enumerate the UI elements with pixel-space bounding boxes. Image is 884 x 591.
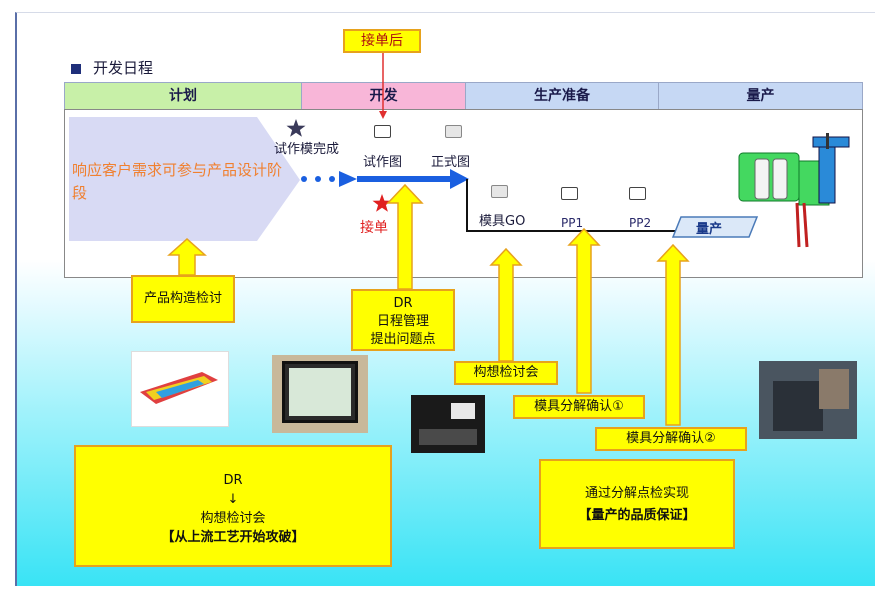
milestone-formal-drawing: 正式图 bbox=[431, 155, 471, 170]
mold-confirm1-box: 模具分解确认① bbox=[513, 395, 645, 419]
schedule-management-label: 日程管理 bbox=[376, 314, 429, 329]
phase-mass: 量产 bbox=[659, 82, 863, 109]
phase-mass-label: 量产 bbox=[746, 88, 775, 104]
photo-conference bbox=[411, 395, 485, 453]
arrow-mold-confirm1 bbox=[567, 227, 601, 394]
title-bullet-icon bbox=[71, 64, 81, 74]
arrow-concept-review bbox=[489, 247, 523, 362]
concept-review-box: 构想检讨会 bbox=[454, 361, 558, 385]
milestone-formal-drawing-marker bbox=[445, 125, 462, 138]
milestone-pp2: PP2 bbox=[629, 216, 652, 230]
milestone-order: 接单 bbox=[360, 220, 388, 236]
star-icon bbox=[286, 119, 306, 137]
milestone-pp1: PP1 bbox=[561, 216, 584, 230]
callout-after-order: 接单后 bbox=[343, 29, 421, 53]
quality-box: 通过分解点检实现 【量产的品质保证】 bbox=[539, 459, 735, 549]
bottom-break-label: 【从上流工艺开始攻破】 bbox=[161, 530, 305, 545]
bottom-arrow-icon: ↓ bbox=[227, 492, 239, 507]
yellow-arrows bbox=[167, 183, 690, 426]
intro-shape bbox=[69, 117, 300, 241]
milestone-pp1-marker bbox=[561, 187, 578, 200]
mass-production-box bbox=[671, 216, 759, 238]
phase-plan: 计划 bbox=[64, 82, 302, 109]
milestone-trial-complete: 试作模完成 bbox=[274, 142, 340, 157]
milestone-pp2-marker bbox=[629, 187, 646, 200]
dr-label: DR bbox=[393, 296, 413, 311]
slide: 开发日程 接单后 计划 开发 生产准备 量产 bbox=[15, 12, 875, 586]
bottom-concept-label: 构想检讨会 bbox=[200, 511, 266, 526]
dot-3 bbox=[329, 176, 335, 182]
arrow-product-review bbox=[167, 237, 207, 276]
page-title: 开发日程 bbox=[93, 59, 154, 77]
quality-line1: 通过分解点检实现 bbox=[584, 486, 689, 501]
arrow-dr bbox=[386, 183, 424, 290]
machine-illustration bbox=[738, 133, 850, 248]
quality-line2: 【量产的品质保证】 bbox=[578, 508, 696, 523]
milestone-mass-production: 量产 bbox=[696, 222, 723, 237]
arrow-mold-confirm2 bbox=[656, 243, 690, 426]
mold-confirm1-label: 模具分解确认① bbox=[534, 399, 624, 414]
phase-prep: 生产准备 bbox=[466, 82, 659, 109]
mold-confirm2-box: 模具分解确认② bbox=[595, 427, 747, 451]
milestone-trial-drawing-marker bbox=[374, 125, 391, 138]
mold-confirm2-label: 模具分解确认② bbox=[626, 431, 716, 446]
arrow-head-1 bbox=[339, 171, 357, 187]
intro-text: 响应客户需求可参与产品设计阶段 bbox=[72, 161, 283, 202]
diagram-graphics bbox=[69, 53, 850, 426]
red-star-icon bbox=[372, 194, 392, 212]
photo-factory bbox=[759, 361, 857, 439]
phase-prep-label: 生产准备 bbox=[534, 88, 590, 104]
milestone-trial-drawing: 试作图 bbox=[363, 155, 403, 170]
bottom-dr-box: DR ↓ 构想检讨会 【从上流工艺开始攻破】 bbox=[74, 445, 392, 567]
dot-2 bbox=[315, 176, 321, 182]
raise-issues-label: 提出问题点 bbox=[370, 332, 436, 347]
product-review-label: 产品构造检讨 bbox=[143, 291, 222, 306]
bottom-dr-label: DR bbox=[223, 473, 243, 488]
concept-review-label: 构想检讨会 bbox=[473, 365, 539, 380]
dot-1 bbox=[301, 176, 307, 182]
cae-image bbox=[140, 372, 218, 404]
milestone-mold-go: 模具GO bbox=[479, 214, 526, 229]
phase-plan-label: 计划 bbox=[169, 88, 197, 104]
arrow-head-2 bbox=[450, 169, 469, 189]
timeline-path bbox=[466, 179, 677, 232]
photo-meeting-screen bbox=[272, 355, 368, 433]
product-review-box: 产品构造检讨 bbox=[131, 275, 235, 323]
milestone-mold-go-marker bbox=[491, 185, 508, 198]
dr-schedule-box: DR 日程管理 提出问题点 bbox=[351, 289, 455, 351]
develop-bar bbox=[357, 176, 451, 182]
photo-cae-analysis bbox=[131, 351, 229, 427]
callout-after-order-label: 接单后 bbox=[361, 33, 403, 49]
